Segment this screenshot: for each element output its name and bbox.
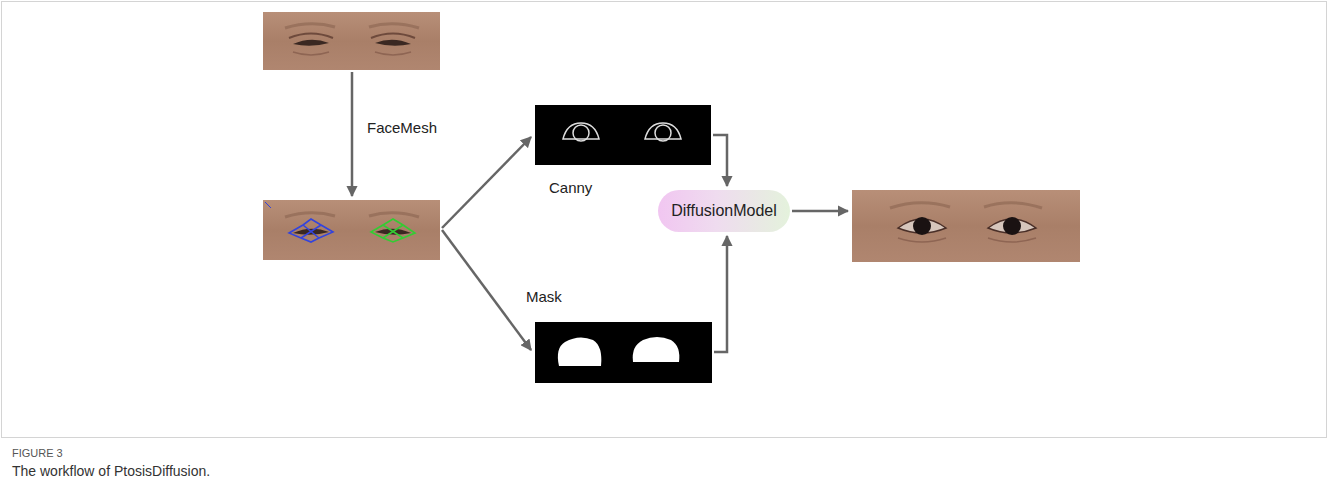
drooping-eye (293, 40, 329, 46)
canny-image (535, 105, 711, 165)
mesh-outline-green (371, 219, 415, 242)
mesh-outline-blue (289, 219, 333, 242)
step-label: Mask (526, 288, 562, 305)
eye-bag (898, 238, 946, 242)
iris (1003, 217, 1021, 235)
eyebrow (984, 203, 1042, 208)
edge-iris (573, 125, 589, 141)
mesh-stray (265, 202, 271, 208)
eyebrow (285, 24, 335, 28)
skin (263, 12, 440, 70)
edge-iris (655, 125, 671, 141)
output-photo (852, 190, 1080, 262)
arrow (713, 135, 727, 186)
facemesh-photo (263, 200, 440, 260)
eyelid-crease (371, 34, 415, 39)
drooping-eye (375, 40, 411, 46)
skin (852, 190, 1080, 262)
figure-caption: The workflow of PtosisDiffusion. (12, 463, 210, 479)
mask-region (558, 337, 601, 366)
flow-arrows (352, 72, 848, 352)
eyebrow (369, 24, 419, 28)
skin (263, 200, 440, 260)
eye-bag (375, 52, 411, 55)
eyebrow (890, 203, 950, 208)
arrow (714, 236, 727, 352)
eyelid-crease (289, 34, 333, 39)
black-ground (535, 105, 711, 165)
arrow (792, 210, 848, 213)
eyebrow (369, 213, 419, 217)
eye-bag (988, 238, 1036, 242)
eye-bag (293, 52, 329, 55)
input-photo (263, 12, 440, 70)
node-text: DiffusionModel (671, 202, 777, 220)
step-label: Canny (549, 179, 592, 196)
mask-region (633, 337, 680, 362)
iris (913, 217, 931, 235)
figure-number: FIGURE 3 (12, 447, 63, 459)
arrow (351, 72, 354, 196)
arrow (442, 230, 531, 350)
figure-frame (2, 2, 1327, 438)
mask-image (535, 322, 712, 383)
step-label: FaceMesh (367, 119, 437, 136)
model-pill: DiffusionModel (658, 190, 790, 232)
black-ground (535, 322, 712, 383)
eyebrow (285, 213, 335, 217)
arrow (442, 137, 531, 228)
